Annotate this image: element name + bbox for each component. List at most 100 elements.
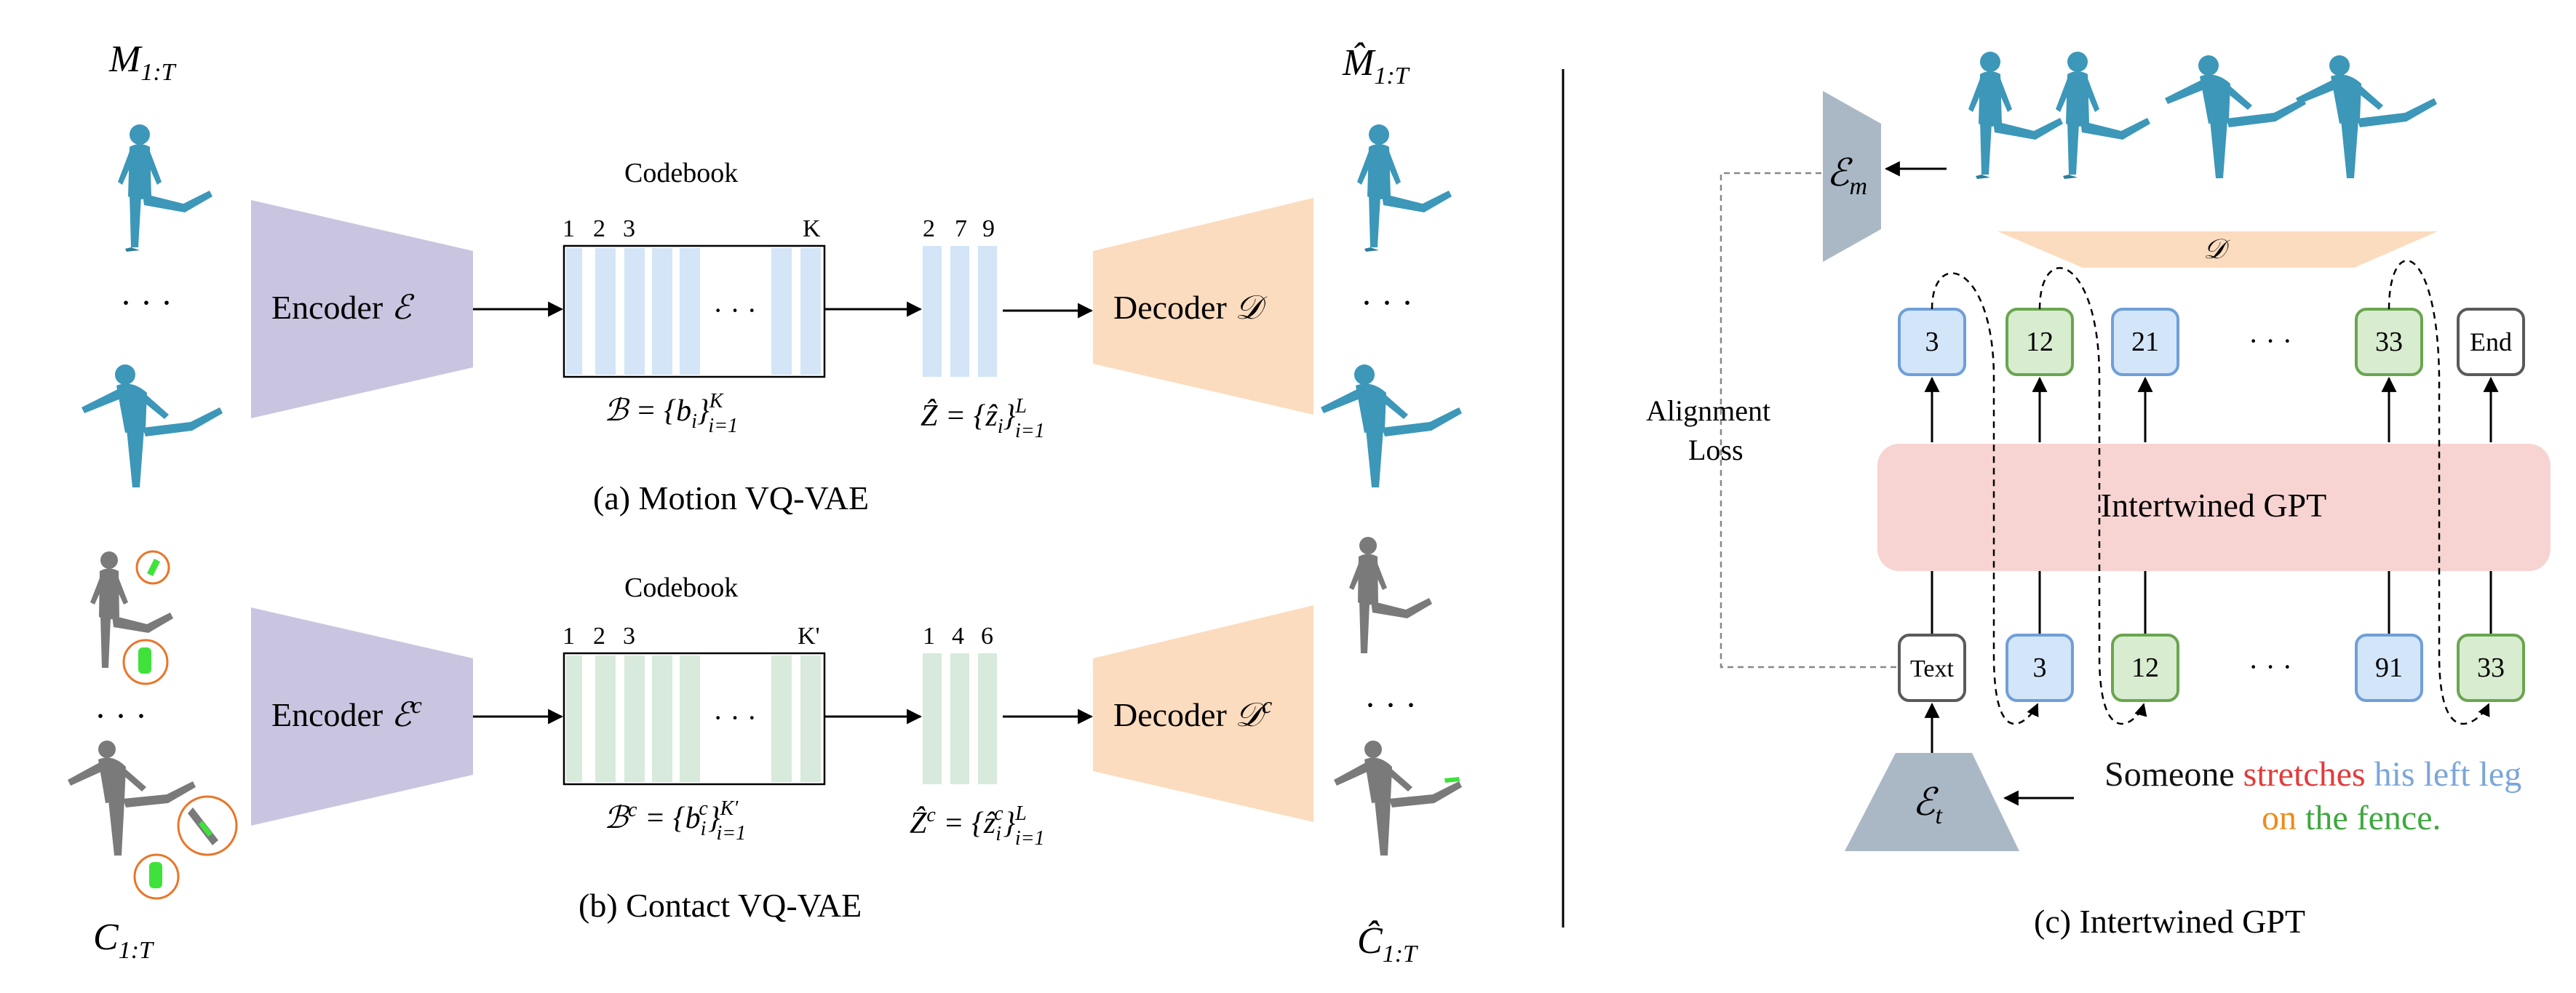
contact-marker-icon (122, 639, 169, 685)
input-token-dots: · · · (2249, 650, 2292, 683)
motion-figure-icon (1357, 124, 1452, 252)
motion-figure-icon (118, 124, 212, 252)
panel-c-intertwined-gpt: ℰm 𝒟 Alignment Loss 3 12 21 · · · 33 (1646, 52, 2551, 940)
contact-codebook-entry (680, 655, 700, 782)
input-token: 33 (2457, 634, 2525, 702)
input-token-text: Text (1898, 634, 1966, 702)
contact-z-index: 4 (952, 623, 964, 650)
svg-text:33: 33 (2375, 327, 2403, 357)
motion-figure-icon (2056, 52, 2150, 179)
caption-b: (b) Contact VQ-VAE (579, 887, 862, 924)
caption-a: (a) Motion VQ-VAE (593, 479, 869, 517)
contact-z-token (978, 653, 997, 784)
contact-z-index: 1 (923, 623, 935, 650)
codebook-entry (595, 248, 616, 375)
output-token: 33 (2355, 308, 2423, 376)
contact-z-token (923, 653, 942, 784)
panel-b-contact-vqvae: · · · C1:T Encoder ℰc Codebook 1 2 3 K' … (68, 537, 1462, 968)
contact-codebook-entry (624, 655, 645, 782)
z-token (978, 246, 997, 377)
contact-marker-icon (133, 853, 180, 900)
codebook-entry (771, 248, 792, 375)
contact-marker-icon (177, 795, 238, 856)
z-index: 2 (923, 215, 935, 242)
text-encoder-shape (1845, 753, 2019, 851)
codebook-entry (624, 248, 645, 375)
output-token-dots: · · · (2249, 324, 2292, 357)
motion-encoder-label: ℰm (1826, 153, 1867, 200)
alignment-loss-label: Loss (1688, 434, 1744, 466)
contact-codebook-entry (566, 655, 582, 782)
contact-codebook-dots: · · · (713, 701, 757, 734)
codebook-entry (680, 248, 700, 375)
codebook-index: 1 (562, 215, 575, 242)
contact-codebook-entry (595, 655, 616, 782)
z-token (950, 246, 969, 377)
output-token-end: End (2457, 308, 2525, 376)
contact-figure-icon (1334, 741, 1462, 856)
codebook-index: 2 (593, 215, 605, 242)
motion-figure-icon (1968, 52, 2063, 179)
dots-left-a: · · · (120, 284, 172, 322)
codebook-index-last: K (803, 215, 821, 242)
alignment-loss-line (1720, 172, 1899, 669)
autoregressive-loop (1931, 272, 2039, 725)
dots-left-b: · · · (95, 697, 147, 735)
svg-text:End: End (2470, 327, 2512, 356)
contact-encoder-label: Encoder ℰc (271, 692, 422, 733)
motion-figure-icon (2165, 55, 2306, 178)
z-index: 7 (955, 215, 967, 242)
contact-codebook-frame (562, 652, 826, 786)
motion-figure-icon (1321, 364, 1462, 487)
motion-figure-icon (2296, 55, 2437, 178)
panel-a-motion-vqvae: M1:T · · · Encoder ℰ Codebook 1 2 3 K · … (82, 39, 1462, 517)
codebook-index: 3 (623, 215, 635, 242)
codebook-entry (800, 248, 821, 375)
decoder-shape (1093, 198, 1313, 415)
contact-marker-icon (135, 550, 170, 585)
svg-text:Text: Text (1910, 655, 1954, 682)
output-token: 21 (2111, 308, 2179, 376)
contact-z-token (950, 653, 969, 784)
z-token (923, 246, 942, 377)
contact-highlight (1444, 777, 1460, 783)
encoder-label: Encoder ℰ (271, 289, 415, 326)
dots-right-a: · · · (1361, 284, 1413, 322)
gpt-box (1877, 444, 2551, 571)
alignment-loss-label: Alignment (1646, 394, 1770, 427)
output-token: 3 (1898, 308, 1966, 376)
svg-text:33: 33 (2477, 653, 2505, 683)
contact-codebook-entry (771, 655, 792, 782)
encoder-shape (251, 200, 473, 418)
contact-codebook-title: Codebook (624, 573, 738, 603)
gpt-decoder-shape (1997, 231, 2438, 268)
svg-text:3: 3 (1925, 327, 1939, 357)
svg-text:91: 91 (2375, 653, 2403, 683)
contact-codebook-entry (652, 655, 672, 782)
svg-text:12: 12 (2026, 327, 2054, 357)
input-token: 91 (2355, 634, 2423, 702)
motion-figure-icon (82, 364, 223, 487)
gpt-label: Intertwined GPT (2101, 487, 2326, 524)
codebook-frame (562, 244, 826, 378)
contact-codebook-index-last: K' (798, 623, 820, 650)
contact-figure-icon (68, 741, 196, 856)
input-contact-label: C1:T (93, 917, 154, 964)
input-token: 3 (2005, 634, 2074, 702)
output-contact-label: Ĉ1:T (1357, 920, 1418, 968)
contact-codebook-index: 3 (623, 623, 635, 650)
svg-text:3: 3 (2033, 653, 2047, 683)
prompt-sentence-line2: on the fence. (2262, 799, 2441, 837)
codebook-entry (566, 248, 582, 375)
contact-codebook-index: 2 (593, 623, 605, 650)
svg-text:12: 12 (2131, 653, 2159, 683)
z-index: 9 (982, 215, 995, 242)
contact-decoder-shape (1093, 605, 1313, 822)
contact-codebook-formula: ℬc = {bic}K′i=1 (604, 797, 746, 845)
output-motion-label: M̂1:T (1342, 41, 1410, 89)
contact-z-index: 6 (981, 623, 993, 650)
